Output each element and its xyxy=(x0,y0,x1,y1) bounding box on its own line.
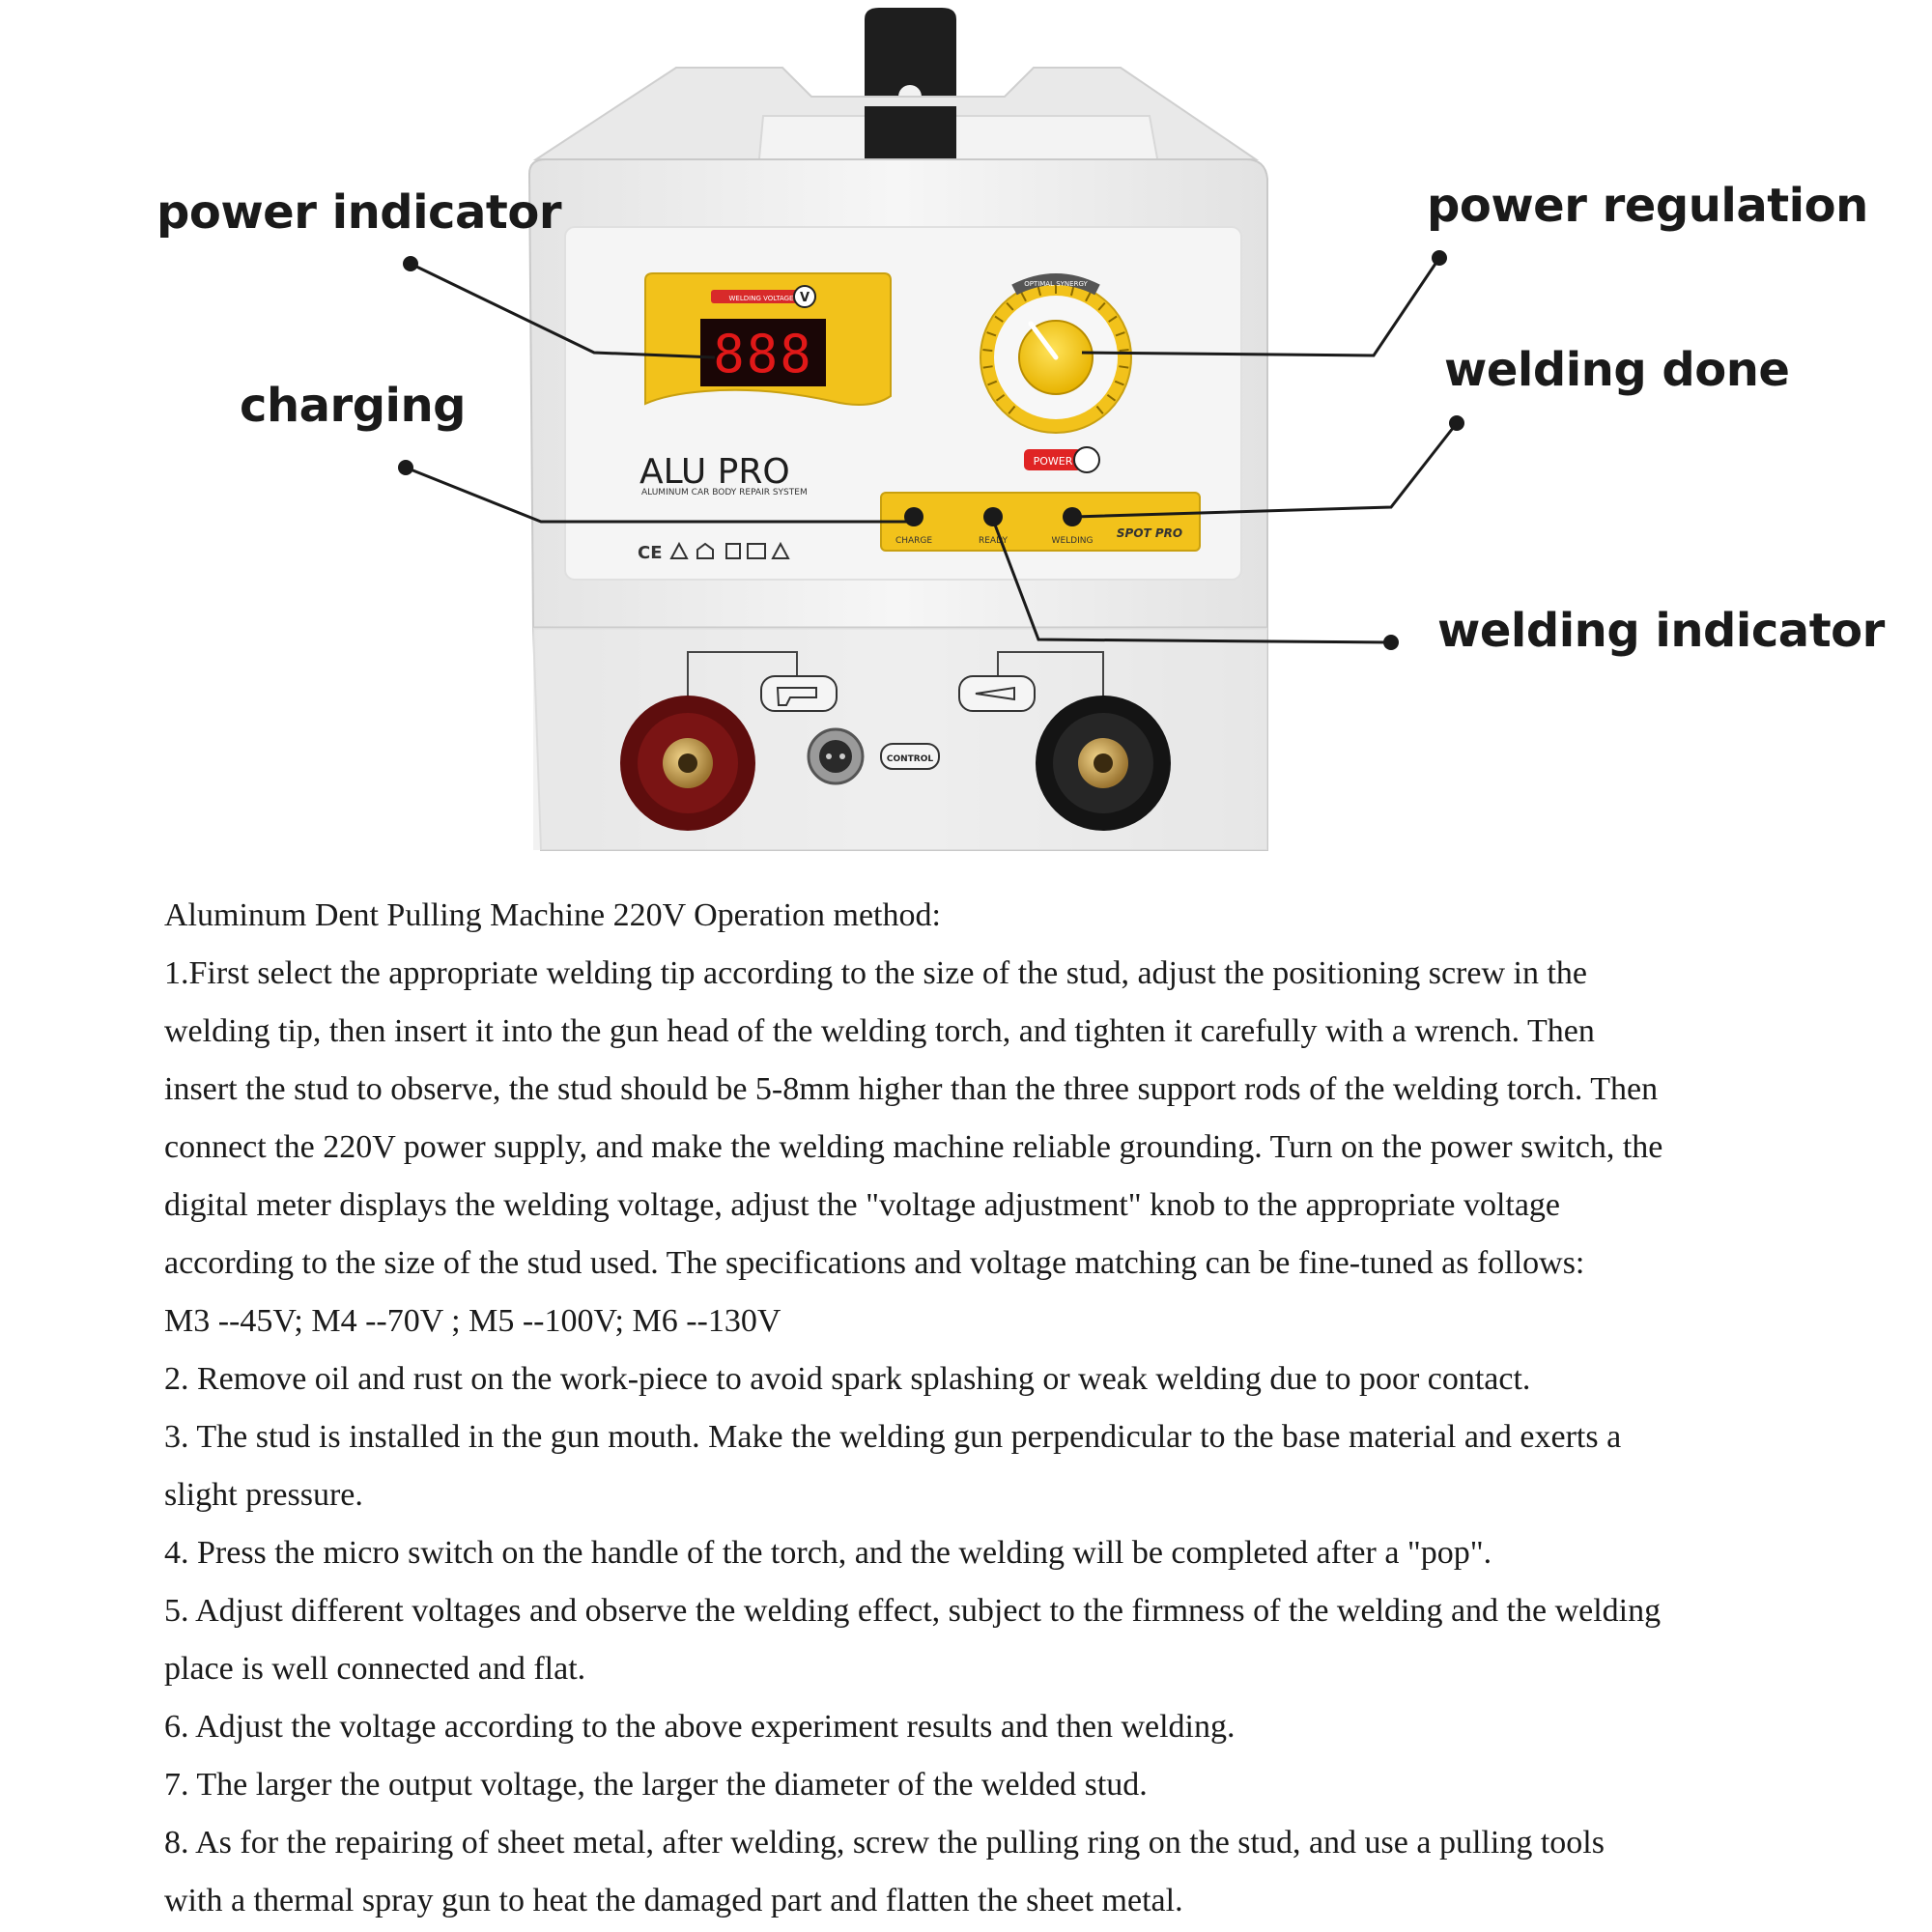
warning-icon xyxy=(669,541,689,559)
instruction-line: with a thermal spray gun to heat the dam… xyxy=(164,1883,1183,1918)
instruction-line: slight pressure. xyxy=(164,1477,363,1513)
ready-led xyxy=(983,507,1003,526)
dial-tick xyxy=(986,331,997,337)
instruction-line: 4. Press the micro switch on the handle … xyxy=(164,1535,1492,1571)
hazard-icon xyxy=(771,541,790,559)
display-unit: V xyxy=(800,291,810,305)
voltage-display-panel: WELDING VOLTAGE V 888 xyxy=(644,272,892,406)
dial-tick xyxy=(994,315,1004,323)
indicator-panel: CHARGE READY WELDING SPOT PRO xyxy=(880,492,1201,552)
negative-terminal xyxy=(1036,696,1171,831)
instruction-line: 2. Remove oil and rust on the work-piece… xyxy=(164,1361,1531,1397)
instruction-line: place is well connected and flat. xyxy=(164,1651,586,1687)
power-regulation-line xyxy=(1081,257,1441,357)
dial-tick xyxy=(1095,405,1104,414)
dial-tick xyxy=(1119,365,1129,369)
dial-tick xyxy=(1108,315,1118,323)
power-regulation-dial: OPTIMAL SYNERGY POWER xyxy=(980,273,1132,473)
ready-label: READY xyxy=(979,536,1009,546)
instruction-line: 5. Adjust different voltages and observe… xyxy=(164,1593,1662,1629)
front-connectors: CONTROL xyxy=(620,651,1171,831)
instruction-line: M3 --45V; M4 --70V ; M5 --100V; M6 --130… xyxy=(164,1303,781,1339)
instruction-line: insert the stud to observe, the stud sho… xyxy=(164,1071,1659,1107)
dial-label: OPTIMAL SYNERGY xyxy=(1024,280,1088,288)
instruction-line: 1.First select the appropriate welding t… xyxy=(164,955,1587,991)
instruction-line: 6. Adjust the voltage according to the a… xyxy=(164,1709,1236,1745)
led-digits: 888 xyxy=(713,324,813,384)
welding-machine-illustration: WELDING VOLTAGE V 888 ALU PRO ALUMINUM C… xyxy=(398,8,1464,851)
positive-terminal xyxy=(620,696,755,831)
instruction-line: digital meter displays the welding volta… xyxy=(164,1187,1561,1223)
brand-logo: ALU PRO xyxy=(639,452,790,492)
callout-welding-indicator: welding indicator xyxy=(1437,604,1885,658)
power-signal-icon xyxy=(1073,446,1100,473)
dial-tick xyxy=(982,365,993,369)
dial-tick xyxy=(1119,349,1129,353)
callout-power-indicator: power indicator xyxy=(156,185,562,240)
welding-led xyxy=(1063,507,1082,526)
callout-lines xyxy=(398,250,1464,650)
welding-done-line xyxy=(1073,422,1459,519)
charging-line xyxy=(405,466,914,524)
charge-label: CHARGE xyxy=(895,536,932,546)
control-label: CONTROL xyxy=(887,754,934,764)
callout-power-regulation: power regulation xyxy=(1427,179,1868,233)
dial-tick xyxy=(1008,405,1016,414)
dial-tick xyxy=(1006,301,1014,311)
instruction-line: 3. The stud is installed in the gun mout… xyxy=(164,1419,1622,1455)
dial-tick xyxy=(1106,393,1117,402)
dial-tick xyxy=(1114,380,1124,386)
dial-tick xyxy=(987,380,998,386)
instruction-line: connect the 220V power supply, and make … xyxy=(164,1129,1663,1165)
welding-indicator-line xyxy=(991,519,1392,644)
gun-icon xyxy=(760,675,838,712)
dial-ticks xyxy=(982,284,1129,414)
callout-welding-done: welding done xyxy=(1444,343,1790,397)
power-indicator-line xyxy=(410,262,716,359)
dial-tick xyxy=(1020,292,1027,302)
recycle-icon xyxy=(747,543,766,559)
ce-mark: CE xyxy=(638,543,663,563)
dial-tick xyxy=(1097,301,1106,311)
dial-tick xyxy=(1085,292,1092,302)
instruction-line: 7. The larger the output voltage, the la… xyxy=(164,1767,1148,1803)
dial-tick xyxy=(995,393,1006,402)
instruction-line: according to the size of the stud used. … xyxy=(164,1245,1585,1281)
dial-tick xyxy=(1115,331,1125,337)
instructions-title: Aluminum Dent Pulling Machine 220V Opera… xyxy=(164,897,941,933)
charge-led xyxy=(904,507,923,526)
operation-instructions: Aluminum Dent Pulling Machine 220V Opera… xyxy=(164,887,1806,1930)
welding-label: WELDING xyxy=(1052,536,1094,546)
dial-tick xyxy=(1037,286,1042,297)
certification-marks: CE xyxy=(638,541,790,563)
brand-tagline: ALUMINUM CAR BODY REPAIR SYSTEM xyxy=(641,488,808,497)
control-socket xyxy=(807,727,865,785)
manual-icon xyxy=(725,543,741,559)
indoor-icon xyxy=(696,542,714,559)
instruction-line: 8. As for the repairing of sheet metal, … xyxy=(164,1825,1605,1861)
ground-clamp-icon xyxy=(958,675,1036,712)
dial-tick xyxy=(1069,286,1075,297)
instruction-line: welding tip, then insert it into the gun… xyxy=(164,1013,1595,1049)
display-label: WELDING VOLTAGE xyxy=(729,295,794,302)
dial-tick xyxy=(982,349,993,353)
callout-charging: charging xyxy=(240,379,467,433)
panel-brand: SPOT PRO xyxy=(1117,526,1182,540)
power-label: POWER xyxy=(1034,455,1073,468)
